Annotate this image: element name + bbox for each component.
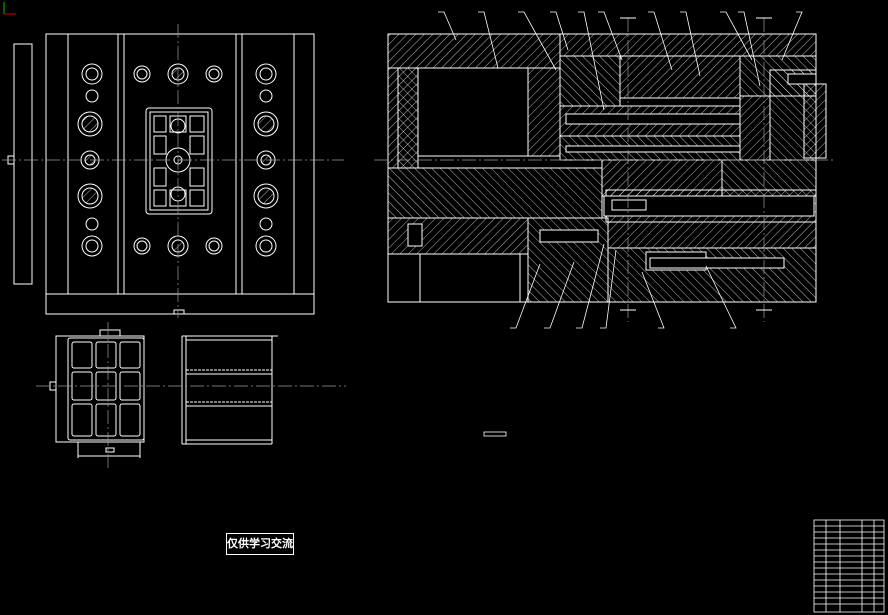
cavity-insert: [145, 107, 213, 215]
part-leaders-top: [438, 11, 803, 111]
section-view: [387, 33, 827, 303]
part-leaders-bottom: [510, 243, 737, 329]
part-side-view: [181, 335, 278, 445]
ucs-axis-icon: [3, 2, 16, 15]
watermark-label: 仅供学习交流: [226, 533, 294, 555]
top-view: [7, 33, 315, 315]
centerlines-top-view: [2, 24, 344, 318]
title-block: [813, 519, 885, 613]
centerlines-section-view: [374, 18, 836, 322]
section-arrows: [620, 17, 772, 311]
centerlines-part-views: [36, 322, 346, 470]
notes-heading-bar: [483, 431, 507, 437]
part-front-view: [49, 329, 145, 458]
